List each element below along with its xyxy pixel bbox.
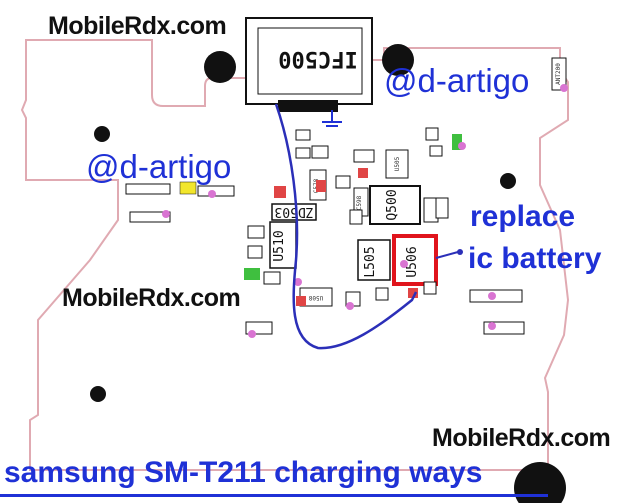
chip-q500: Q500 xyxy=(369,185,421,225)
tag-top-right: @d-artigo xyxy=(384,62,530,99)
caption: samsung SM-T211 charging ways xyxy=(4,456,483,489)
charging-trace xyxy=(274,103,418,350)
note-line-2: ic battery xyxy=(468,242,602,275)
svg-text:ANT200: ANT200 xyxy=(555,63,562,85)
mount-hole-6 xyxy=(514,462,566,503)
svg-text:U510: U510 xyxy=(272,230,287,261)
mount-hole-2 xyxy=(382,44,414,76)
mount-hole-3 xyxy=(94,126,110,142)
diode-zd503: ZD503 xyxy=(271,203,317,221)
watermark-top-left: MobileRdx.com xyxy=(48,12,227,40)
pointer-dot xyxy=(457,249,463,255)
svg-text:U506: U506 xyxy=(405,246,420,277)
svg-text:C598: C598 xyxy=(356,195,363,210)
mount-hole-4 xyxy=(500,173,516,189)
svg-text:Q500: Q500 xyxy=(385,189,400,220)
watermark-mid-left: MobileRdx.com xyxy=(62,284,241,312)
small-components xyxy=(125,127,525,335)
svg-text:ZD503: ZD503 xyxy=(274,204,313,219)
caption-underline xyxy=(0,494,548,497)
chip-u505: U505 xyxy=(385,149,409,179)
watermark-bottom-right: MobileRdx.com xyxy=(432,424,611,452)
mount-hole-1 xyxy=(204,51,236,83)
pad-ant200: ANT200 xyxy=(551,57,567,91)
connector-ifc500: IFC500 xyxy=(245,17,373,112)
chip-u506: U506 xyxy=(392,234,438,286)
cap-c598: C598 xyxy=(353,187,369,217)
pointer-line xyxy=(435,251,459,259)
svg-text:U508: U508 xyxy=(308,294,323,301)
connector-label: IFC500 xyxy=(278,46,357,71)
colored-pads xyxy=(162,84,568,338)
tag-mid-left: @d-artigo xyxy=(86,148,232,185)
note-line-1: replace xyxy=(470,200,576,233)
mount-hole-5 xyxy=(90,386,106,402)
svg-text:L505: L505 xyxy=(363,246,378,277)
chip-u510: U510 xyxy=(269,221,297,269)
inductor-l505: L505 xyxy=(357,239,391,281)
ground-symbol xyxy=(322,110,342,127)
svg-text:U505: U505 xyxy=(394,156,401,171)
